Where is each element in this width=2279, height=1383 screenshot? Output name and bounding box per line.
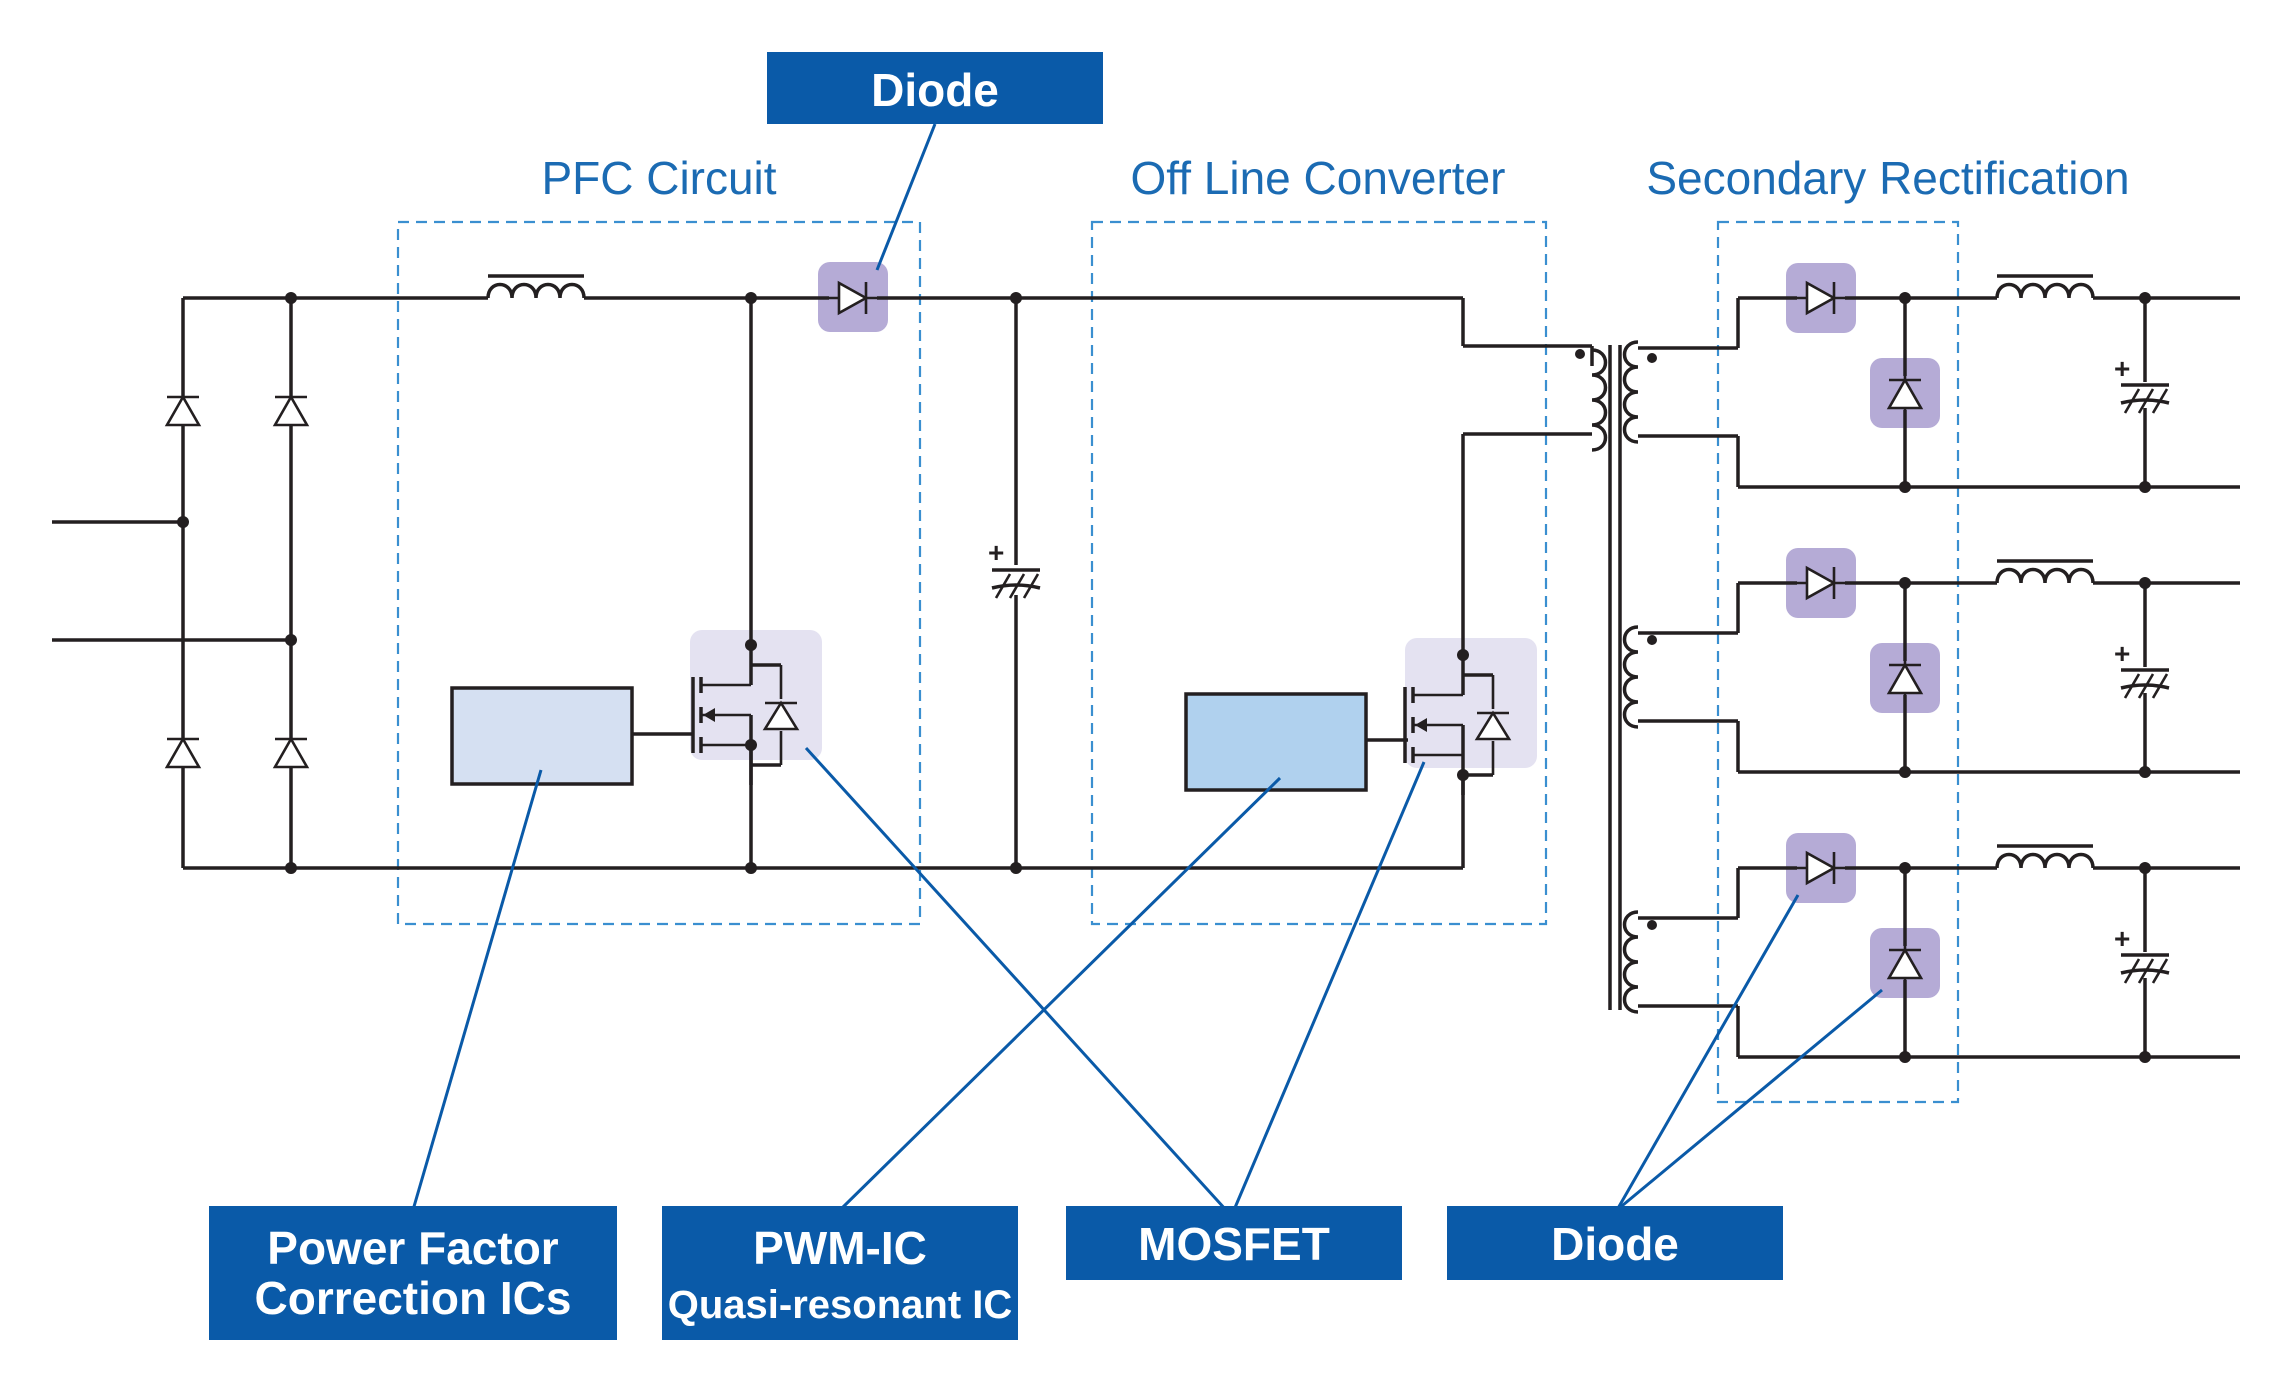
sec3-capacitor-polarity: + (2114, 923, 2130, 954)
offline-section-frame (1090, 220, 1548, 926)
pfc-section-frame (396, 220, 922, 926)
transformer-secondary-coil-3 (1622, 910, 1640, 1014)
sec2-capacitor-polarity: + (2114, 638, 2130, 669)
bridge-diode-4 (273, 733, 309, 771)
mosfet-label-box (1066, 1206, 1402, 1280)
pwm-ic-label-line1: PWM-IC (753, 1222, 927, 1274)
mosfet-label: MOSFET (1138, 1218, 1330, 1270)
transformer-secondary-coil-2 (1622, 625, 1640, 729)
sec3-inductor (1995, 844, 2095, 870)
secondary-section-title: Secondary Rectification (1646, 152, 2129, 204)
bulk-capacitor-polarity: + (988, 537, 1004, 568)
diode-bottom-label: Diode (1551, 1218, 1679, 1270)
pfc-ic-block (450, 686, 634, 786)
pfc-ic-label-line2: Correction ICs (255, 1272, 572, 1324)
sec1-capacitor-polarity: + (2114, 353, 2130, 384)
pfc-section-title: PFC Circuit (541, 152, 776, 204)
pfc-mosfet-highlight (690, 630, 822, 760)
bulk-capacitor (990, 568, 1042, 600)
pfc-ic-label-box (209, 1206, 617, 1340)
secondary-section-frame (1716, 220, 1960, 1104)
transformer-primary-coil (1590, 348, 1608, 452)
pfc-ic-label-line1: Power Factor (267, 1222, 559, 1274)
diode-bottom-label-box (1447, 1206, 1783, 1280)
sec2-inductor (1995, 559, 2095, 585)
pwm-ic-label-line2: Quasi-resonant IC (668, 1283, 1013, 1327)
sec1-inductor (1995, 274, 2095, 300)
offline-section-title: Off Line Converter (1130, 152, 1505, 204)
junction-dots (177, 292, 2151, 1063)
bridge-diode-3 (165, 733, 201, 771)
diode-top-label: Diode (871, 64, 999, 116)
bridge-diode-1 (165, 391, 201, 429)
pwm-ic-label-box (662, 1206, 1018, 1340)
diode-top-label-box (767, 52, 1103, 124)
pfc-inductor (486, 274, 586, 300)
leader-lines (411, 123, 1883, 1212)
bridge-diode-2 (273, 391, 309, 429)
transformer-secondary-coil-1 (1622, 340, 1640, 444)
pwm-ic-block (1184, 692, 1368, 792)
offline-mosfet-highlight (1405, 638, 1537, 768)
